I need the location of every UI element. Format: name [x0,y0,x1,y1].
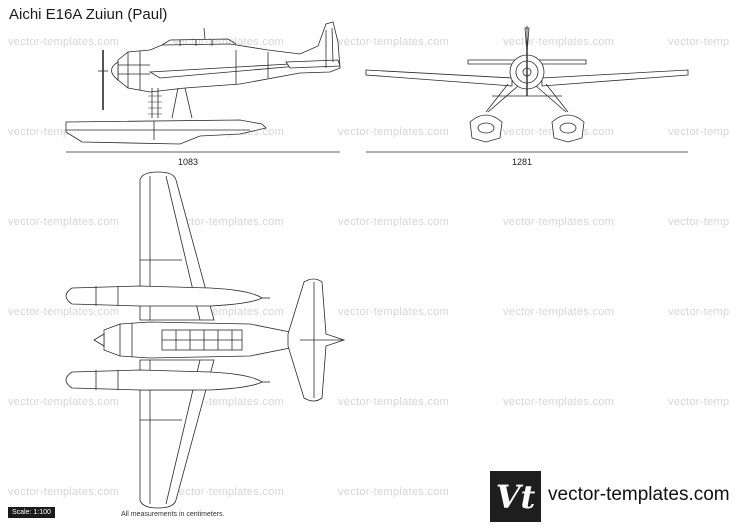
scale-badge: Scale: 1:100 [8,507,55,518]
side-canopy [161,38,237,46]
page-title: Aichi E16A Zuiun (Paul) [9,6,168,23]
top-float-upper [65,285,263,307]
brand-logo: Vt [490,471,541,522]
side-fuselage [117,21,341,93]
side-view [65,21,341,153]
front-view [365,26,689,153]
front-float-right [551,114,585,143]
front-float-left [469,114,503,143]
measurement-note: All measurements in centimeters. [121,511,225,518]
side-length-label: 1083 [178,157,199,167]
top-float-lower [65,369,263,391]
side-float [65,119,267,145]
side-float-strut [151,87,193,119]
front-wing [365,69,513,87]
front-struts [485,83,569,113]
brand-text: vector-templates.com [548,484,730,505]
top-wing-lower [139,359,215,509]
side-spinner [111,61,119,81]
top-view [65,171,346,509]
front-span-label: 1281 [512,157,533,167]
top-wing-upper [139,171,215,321]
